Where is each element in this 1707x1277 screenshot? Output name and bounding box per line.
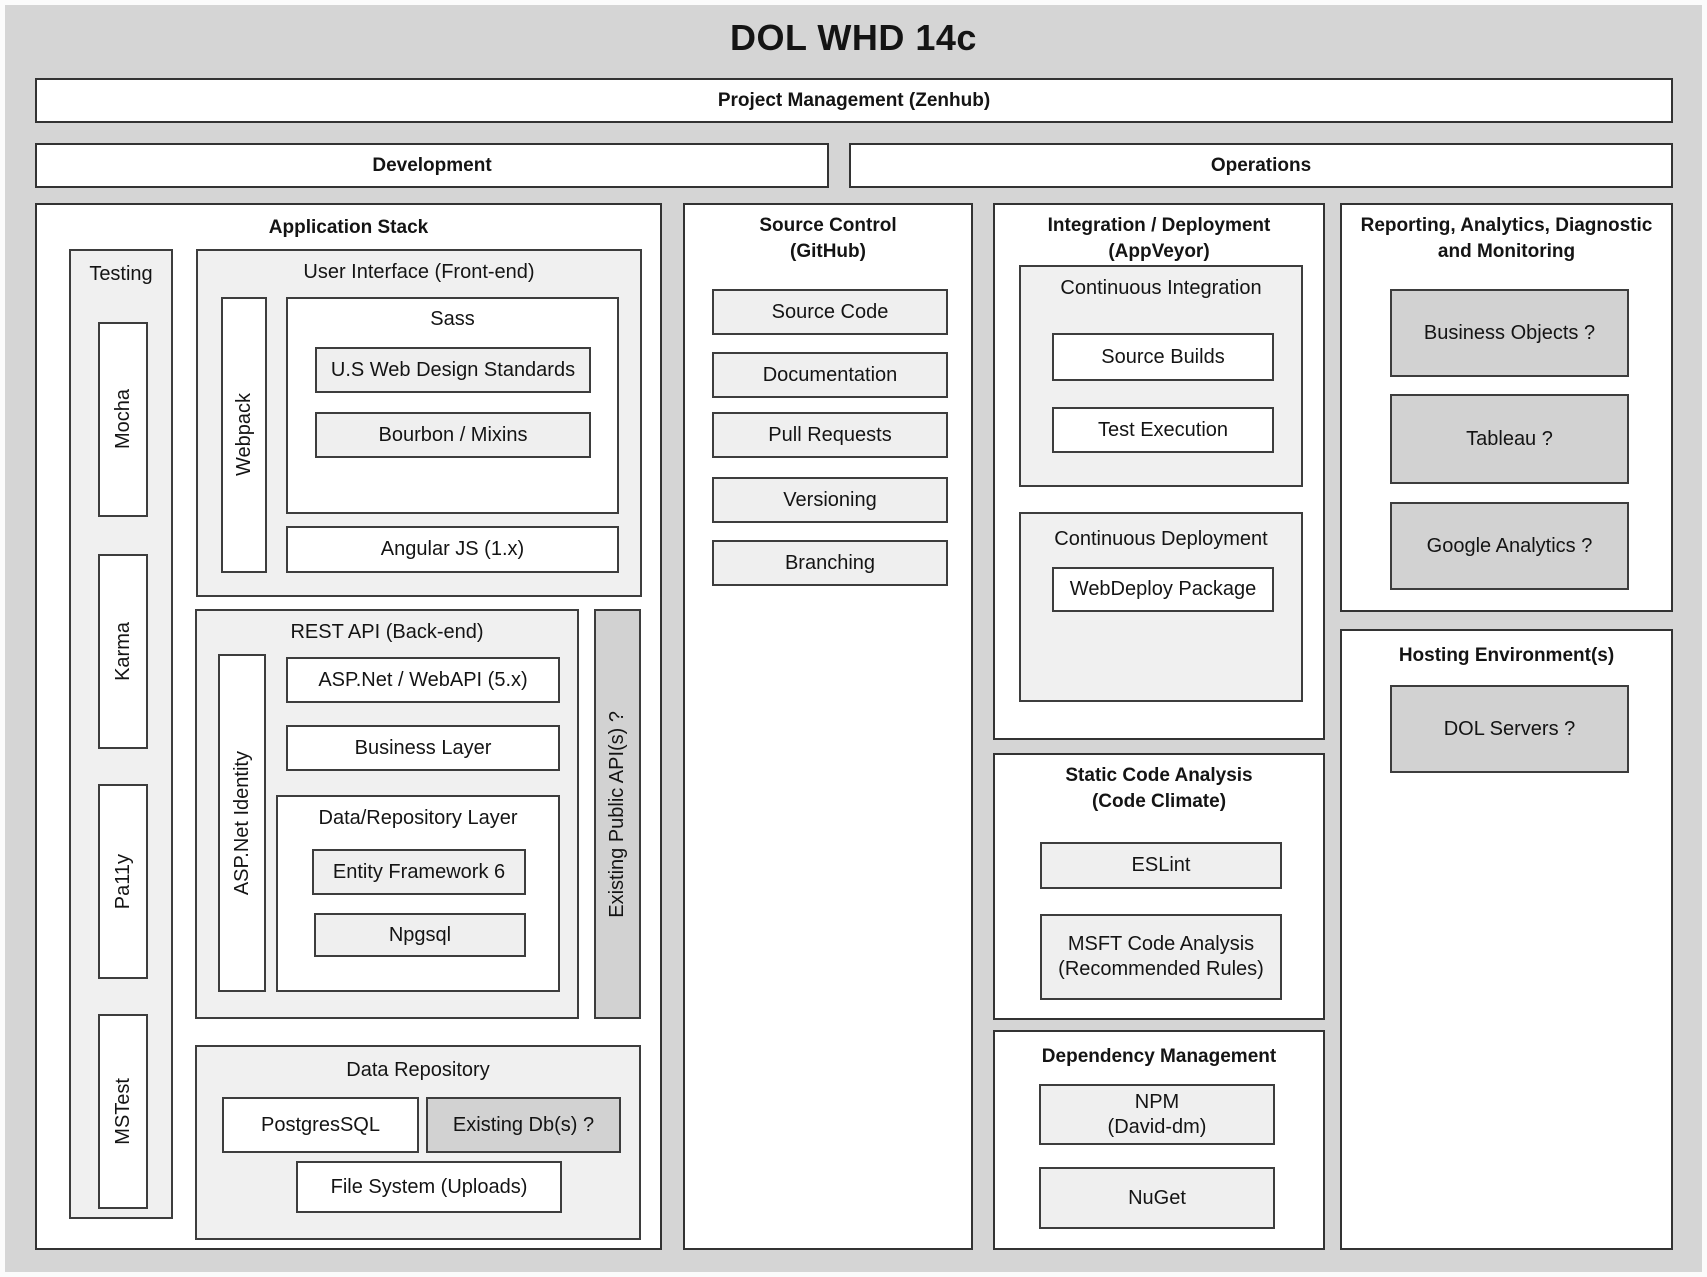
operations-bar: Operations (849, 143, 1673, 188)
hosting-title: Hosting Environment(s) (1398, 645, 1615, 666)
angular-js-box: Angular JS (1.x) (286, 526, 619, 573)
dependency-management-container: Dependency Management NPM (David-dm) NuG… (993, 1030, 1325, 1250)
file-system-uploads-box: File System (Uploads) (296, 1161, 562, 1213)
documentation-box: Documentation (712, 352, 948, 398)
static-code-analysis-container: Static Code Analysis (Code Climate) ESLi… (993, 753, 1325, 1020)
diagram-canvas: DOL WHD 14c Project Management (Zenhub) … (5, 5, 1702, 1272)
nuget-box: NuGet (1039, 1167, 1275, 1229)
static-code-analysis-title: Static Code Analysis (Code Climate) (1065, 765, 1253, 812)
test-execution-box: Test Execution (1052, 407, 1274, 453)
tableau-box: Tableau ? (1390, 394, 1629, 484)
bourbon-mixins-box: Bourbon / Mixins (315, 412, 591, 458)
existing-public-apis-bar: Existing Public API(s) ? (594, 609, 641, 1019)
aspnet-identity-box: ASP.Net Identity (218, 654, 266, 992)
application-stack-container: Application Stack Testing Mocha Karma Pa… (35, 203, 662, 1250)
development-bar: Development (35, 143, 829, 188)
project-management-bar: Project Management (Zenhub) (35, 78, 1673, 123)
google-analytics-box: Google Analytics ? (1390, 502, 1629, 590)
msft-code-analysis-box: MSFT Code Analysis (Recommended Rules) (1040, 914, 1282, 1000)
continuous-deployment-title: Continuous Deployment (1054, 528, 1268, 550)
data-repository-title: Data Repository (346, 1059, 490, 1081)
testing-group: Testing Mocha Karma Pa11y MSTest (69, 249, 173, 1219)
branching-box: Branching (712, 540, 948, 586)
sass-box: Sass U.S Web Design Standards Bourbon / … (286, 297, 619, 514)
rest-api-title: REST API (Back-end) (290, 621, 484, 643)
business-objects-box: Business Objects ? (1390, 289, 1629, 377)
source-code-box: Source Code (712, 289, 948, 335)
source-builds-box: Source Builds (1052, 333, 1274, 381)
rest-api-group: REST API (Back-end) ASP.Net Identity ASP… (195, 609, 579, 1019)
application-stack-title: Application Stack (268, 217, 429, 238)
user-interface-group: User Interface (Front-end) Webpack Sass … (196, 249, 642, 597)
continuous-deployment-group: Continuous Deployment WebDeploy Package (1019, 512, 1303, 702)
testing-item-karma: Karma (98, 554, 148, 749)
dependency-management-title: Dependency Management (1041, 1046, 1277, 1067)
versioning-box: Versioning (712, 477, 948, 523)
continuous-integration-group: Continuous Integration Source Builds Tes… (1019, 265, 1303, 487)
npm-box: NPM (David-dm) (1039, 1084, 1275, 1145)
pull-requests-box: Pull Requests (712, 412, 948, 458)
sass-title: Sass (430, 308, 475, 330)
testing-title: Testing (89, 263, 153, 285)
postgressql-box: PostgresSQL (222, 1097, 419, 1153)
us-web-design-standards-box: U.S Web Design Standards (315, 347, 591, 393)
reporting-container: Reporting, Analytics, Diagnostic and Mon… (1340, 203, 1673, 612)
continuous-integration-title: Continuous Integration (1060, 277, 1262, 299)
user-interface-title: User Interface (Front-end) (303, 261, 535, 283)
data-repository-group: Data Repository PostgresSQL Existing Db(… (195, 1045, 641, 1240)
dol-servers-box: DOL Servers ? (1390, 685, 1629, 773)
webdeploy-package-box: WebDeploy Package (1052, 567, 1274, 612)
integration-deployment-title: Integration / Deployment (AppVeyor) (1047, 215, 1271, 262)
hosting-container: Hosting Environment(s) DOL Servers ? (1340, 629, 1673, 1250)
npgsql-box: Npgsql (314, 913, 526, 957)
webpack-box: Webpack (221, 297, 267, 573)
entity-framework-box: Entity Framework 6 (312, 849, 526, 895)
page-title: DOL WHD 14c (730, 17, 977, 58)
testing-item-mstest: MSTest (98, 1014, 148, 1209)
reporting-title: Reporting, Analytics, Diagnostic and Mon… (1360, 215, 1653, 262)
testing-item-pa11y: Pa11y (98, 784, 148, 979)
existing-dbs-box: Existing Db(s) ? (426, 1097, 621, 1153)
source-control-container: Source Control (GitHub) Source Code Docu… (683, 203, 973, 1250)
testing-item-mocha: Mocha (98, 322, 148, 517)
eslint-box: ESLint (1040, 842, 1282, 889)
aspnet-webapi-box: ASP.Net / WebAPI (5.x) (286, 657, 560, 703)
business-layer-box: Business Layer (286, 725, 560, 771)
data-repository-layer-title: Data/Repository Layer (318, 807, 518, 829)
source-control-title: Source Control (GitHub) (759, 215, 897, 262)
data-repository-layer-box: Data/Repository Layer Entity Framework 6… (276, 795, 560, 992)
integration-deployment-container: Integration / Deployment (AppVeyor) Cont… (993, 203, 1325, 740)
